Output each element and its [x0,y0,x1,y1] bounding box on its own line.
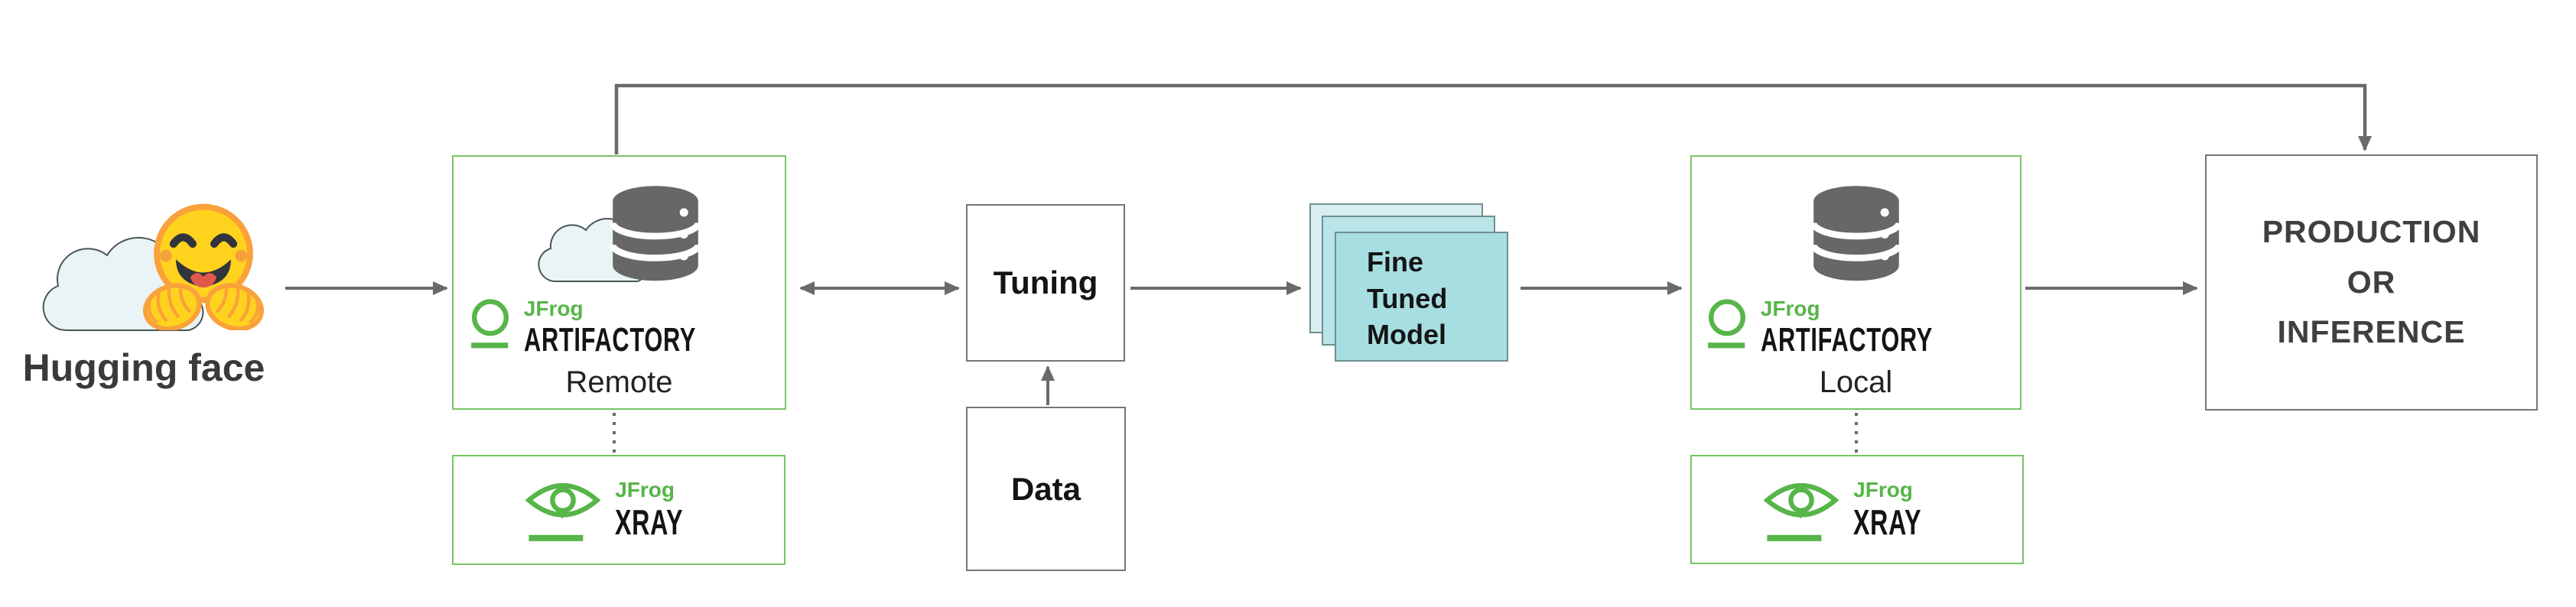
jfrog-brand-label: JFrog [1760,297,1820,320]
production-inference-box: PRODUCTION OR INFERENCE [2205,154,2538,411]
xray-remote-box: JFrog XRAY [452,455,785,565]
artifactory-local-variant-label: Local [1819,365,1893,399]
artifactory-remote-variant-label: Remote [565,365,673,399]
fine-tuned-model-label-line: Model [1367,319,1446,351]
fine-tuned-model-label-line: Fine [1367,246,1424,278]
model-card-front: Fine Tuned Model [1335,232,1508,362]
xray-eye-icon [525,483,601,541]
production-label-line: INFERENCE [2277,314,2466,350]
jfrog-brand-label: JFrog [1853,477,1913,502]
jfrog-circle-logo-icon [1707,299,1745,349]
xray-local-box: JFrog XRAY [1690,455,2024,564]
data-box: Data [966,407,1126,571]
fine-tuned-model-stack: Fine Tuned Model [1309,203,1510,363]
edge-artifactory-remote-to-production-top-route [614,83,2372,154]
artifactory-local-box: JFrog ARTIFACTORY Local [1690,155,2021,410]
fine-tuned-model-label-line: Tuned [1367,282,1448,314]
artifactory-remote-box: JFrog ARTIFACTORY Remote [452,155,786,410]
huggingface-label: Hugging face [22,346,265,389]
jfrog-brand-label: JFrog [523,297,584,320]
artifactory-product-label: ARTIFACTORY [523,320,696,359]
xray-product-label: XRAY [615,502,684,543]
xray-product-label: XRAY [1853,502,1922,542]
tuning-label: Tuning [993,265,1098,300]
artifactory-product-label: ARTIFACTORY [1760,320,1933,359]
jfrog-circle-logo-icon [470,299,509,349]
database-icon [1810,186,1902,281]
hand-right-icon [205,283,265,330]
database-cloud-icon [537,186,701,283]
jfrog-artifactory-logo: JFrog ARTIFACTORY [1706,297,2006,358]
data-label: Data [1010,470,1081,507]
production-label-line: PRODUCTION [2262,214,2481,250]
jfrog-artifactory-logo: JFrog ARTIFACTORY [469,297,769,358]
tuning-box: Tuning [966,204,1125,362]
hand-left-icon [142,283,202,330]
xray-eye-icon [1763,482,1839,541]
production-label-line: OR [2347,264,2396,300]
hugging-face-emoji-icon [142,203,265,330]
jfrog-brand-label: JFrog [615,478,675,502]
